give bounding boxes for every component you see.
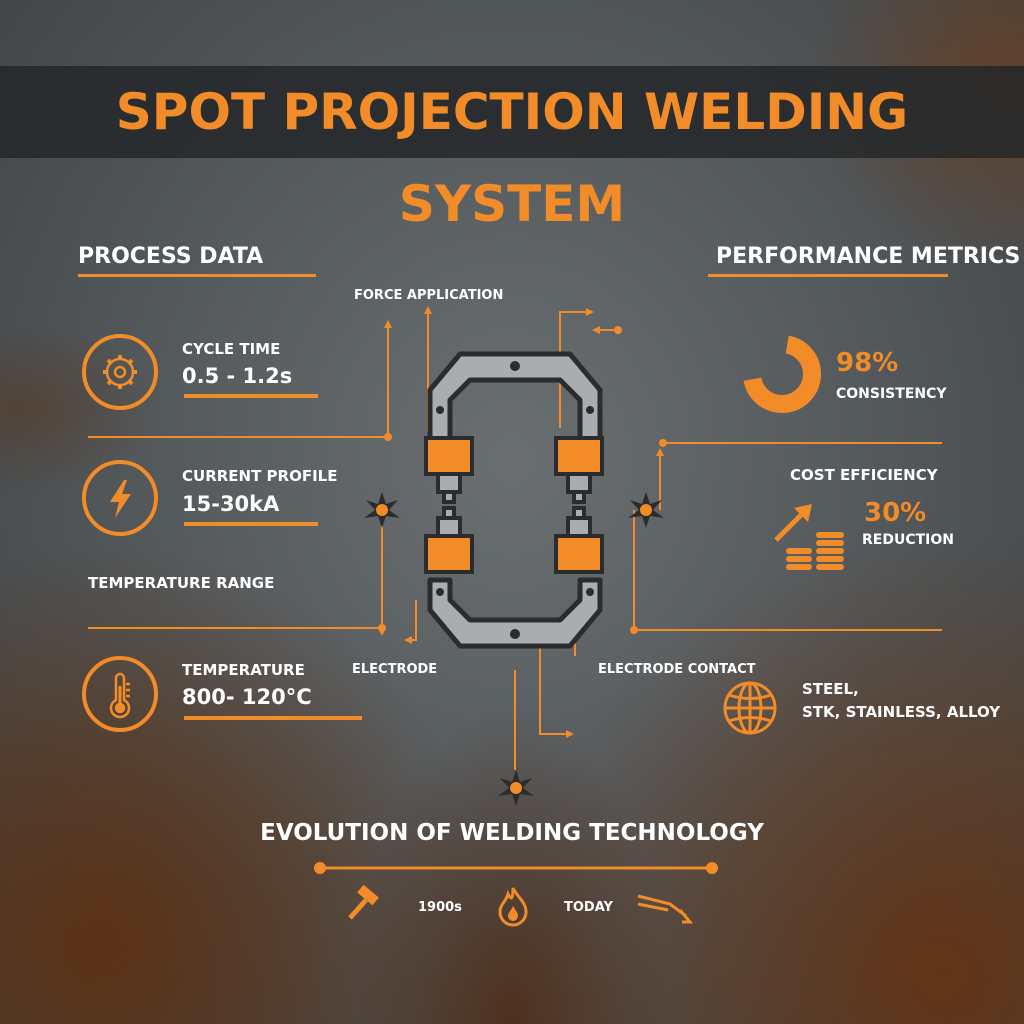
electrode-clamps [424,436,604,574]
temperature-label: TEMPERATURE [182,661,305,679]
cost-value: 30% [864,498,927,528]
current-profile-label: CURRENT PROFILE [182,467,338,485]
gear-icon [103,355,137,389]
electrode-contact-label: ELECTRODE CONTACT [598,662,756,677]
title-band [0,66,1024,158]
lower-frame [427,577,603,649]
hammer-icon [348,884,379,920]
materials-line-1: STEEL, [802,680,859,698]
spark-icon [498,770,534,806]
spark-icon [628,492,664,528]
flame-icon [498,887,528,927]
timeline-line [314,862,718,874]
timeline-1900s: 1900s [418,900,462,915]
coins-icon [786,532,844,570]
performance-heading-underline [708,274,948,277]
cycle-time-label: CYCLE TIME [182,340,281,358]
current-profile-bar [184,522,318,526]
timeline-heading: EVOLUTION OF WELDING TECHNOLOGY [260,820,764,846]
thermometer-icon [109,672,131,719]
thermometer-icon-ring [82,656,158,732]
page-title: SPOT PROJECTION WELDING SYSTEM [115,83,909,233]
temperature-value: 800- 120°C [182,685,312,709]
temperature-bar [184,716,362,720]
consistency-value: 98% [836,348,899,378]
cost-efficiency-label: COST EFFICIENCY [790,466,938,484]
cycle-time-value: 0.5 - 1.2s [182,364,293,388]
process-heading-underline [78,274,316,277]
globe-icon [723,681,777,735]
temperature-range-label: TEMPERATURE RANGE [88,574,275,592]
process-data-heading: PROCESS DATA [78,244,264,269]
consistency-gauge [743,335,821,413]
lightning-icon-ring [82,460,158,536]
welding-frame-diagram [424,351,604,649]
force-application-label: FORCE APPLICATION [354,288,504,303]
current-profile-value: 15-30kA [182,492,280,516]
welding-torch-icon [637,894,694,924]
upper-frame [427,351,603,443]
gear-icon-ring [82,334,158,410]
lightning-icon [110,480,131,518]
electrode-label: ELECTRODE [352,662,438,677]
spark-icon [364,492,400,528]
arrow-up-icon [774,504,812,542]
cost-reduction-label: REDUCTION [862,532,954,548]
consistency-label: CONSISTENCY [836,386,947,402]
cycle-time-bar [184,394,318,398]
timeline-today: TODAY [564,900,613,915]
performance-heading: PERFORMANCE METRICS [716,244,1021,269]
materials-line-2: STK, STAINLESS, ALLOY [802,703,1001,721]
